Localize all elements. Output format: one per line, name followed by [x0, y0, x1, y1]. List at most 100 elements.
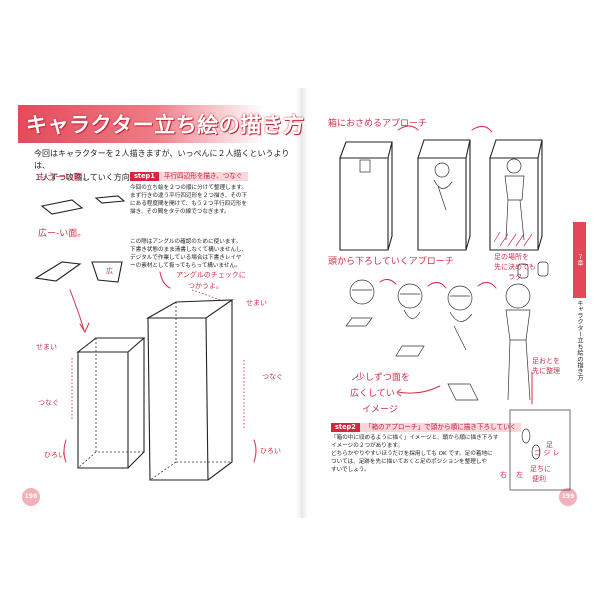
annotation-hiroi-right: ひろい: [260, 447, 281, 455]
box3-floor-hatch: [493, 231, 533, 247]
foot-mark-1: [517, 263, 529, 279]
page-number-left: 198: [22, 488, 40, 506]
page-gutter: [296, 88, 308, 518]
annotation-head-approach: 頭から下ろしていくアプローチ: [328, 257, 454, 267]
foot-mark-2: [537, 261, 549, 277]
plane-growing: [447, 383, 479, 401]
head-stage-2-plane: [395, 345, 425, 357]
annotation-foot-label: 足: [546, 441, 553, 449]
plane-tick: [351, 375, 359, 381]
arrow-head-left: [79, 322, 90, 334]
annotation-foot-right: 右: [500, 471, 507, 479]
feet-sketches: [509, 261, 571, 491]
right-page: [304, 88, 582, 518]
head-stage-1-plane: [345, 317, 373, 327]
intro-line: 今回はキャラクターを２人描きますが、いっぺんに２人描くというよりは、: [34, 149, 290, 170]
box-tall-edges: [147, 299, 233, 481]
annotation-hiroi-left: ひろい: [44, 451, 65, 459]
box-tall-hidden: [149, 302, 232, 481]
box-approach-sketches: [339, 139, 543, 251]
box3-head: [506, 158, 522, 174]
head-stage-4: [505, 283, 531, 309]
step1-note: この際はアングルの確認のために使います。 下書き状態のまま清書しなくて構いません…: [130, 238, 282, 270]
box2-torso: [433, 179, 453, 211]
box3-body: [489, 139, 543, 251]
head-stage-3-body: [449, 295, 473, 351]
chapter-tab: ７章: [573, 222, 586, 298]
annotation-slowly-2: 広くしていく: [350, 389, 404, 399]
annotation-feet-first-1: 足おとを: [532, 357, 560, 365]
box2-top: [417, 139, 471, 159]
parallelogram-small-right: [94, 195, 126, 204]
annotation-feet-note-3: ラク: [508, 273, 522, 281]
note-line: ーの素材として扱ってもらって構いません。: [130, 263, 241, 269]
step2-line: 「箱の中に収めるように描く」イメージと、頭から順に描き下ろす: [331, 435, 499, 441]
step1-number: step1: [130, 172, 159, 181]
arrow-box-2: [471, 126, 493, 133]
box1-body: [339, 141, 393, 251]
annotation-tsunagu-left: つなぐ: [38, 399, 59, 407]
head-approach-sketches: [345, 279, 531, 401]
step2-line: ついては、足跡を先に描いておくと足のポジションを整理しや: [331, 459, 487, 465]
annotation-semai-right: せまい: [246, 299, 267, 307]
box-small-hidden: [77, 338, 144, 469]
title-banner: [18, 105, 264, 143]
annotation-foot-left: 左: [516, 471, 523, 479]
arrow-box-1: [397, 125, 419, 131]
parallelogram-small-left: [40, 199, 84, 215]
step2-body: 「箱の中に収めるように描く」イメージと、頭から順に描き下ろす イメージの２つがあ…: [331, 434, 501, 474]
annotation-angle-note-2: つかうよ。: [188, 282, 223, 290]
annotation-foot-word2: 便利: [532, 475, 546, 483]
box-sketch-tall: [145, 299, 234, 481]
chapter-side-title: キャラクター立ち絵の描き方: [576, 300, 583, 381]
note-line: 下書き状態のまま清書しなくて構いませんし、: [130, 247, 248, 253]
box-tall-top: [145, 299, 234, 319]
annotation-feet-note-1: 足の場所を: [494, 253, 529, 261]
annotation-hiroi-label: 広: [106, 267, 113, 275]
annotation-foot-word: 足ちに: [530, 465, 551, 473]
box-tall-bottom: [149, 461, 233, 481]
box-small-edges: [77, 337, 145, 469]
annotation-slowly-3: イメージ: [362, 405, 398, 415]
box1-top: [339, 141, 393, 159]
head-stage-2-body: [400, 293, 421, 319]
left-page: [18, 88, 300, 518]
box2-body: [417, 139, 471, 251]
box-sketch-small: [76, 337, 146, 469]
step2-line: すいでしょう。: [331, 467, 370, 473]
step1-heading: step1 平行四辺形を描き、つなぐ: [130, 172, 280, 181]
foot-box: [509, 409, 571, 491]
box-small-top: [76, 337, 146, 353]
arrow-slowly: [397, 385, 441, 394]
annotation-angle-note-1: アングルのチェックに: [176, 271, 246, 279]
intro-line: １人ずつ攻略していく方向で進んでいきます。: [34, 173, 201, 182]
marker-wide-right: [253, 439, 257, 463]
parallelogram-wide-right: [91, 261, 123, 283]
marker-wide-left: [63, 439, 67, 463]
parallelogram-wide-left: [34, 261, 82, 282]
intro-text: 今回はキャラクターを２人描きますが、いっぺんに２人描くというよりは、 １人ずつ攻…: [34, 148, 294, 184]
step1-line: まず行きの違う平行四辺形を２つ描き、その下: [130, 193, 248, 199]
step2-number: step2: [331, 423, 360, 432]
foot-print-left: [521, 428, 531, 444]
step2-heading: step2 「箱のアプローチ」で頭から順に描き下ろしていく: [331, 423, 522, 432]
head-stage-2: [397, 283, 423, 309]
arrow-head-1: [379, 278, 397, 285]
arrow-head-2: [427, 282, 447, 289]
step1-line: 描き、その間をタテの線でつなぎます。: [130, 209, 230, 215]
annotation-feet-note-2: 先に決めても: [494, 263, 536, 271]
annotation-box-approach: 箱におさめるアプローチ: [328, 119, 428, 129]
box3-top: [489, 139, 543, 159]
box1-head-mark: [359, 159, 371, 173]
parallelogram-sketches: [34, 195, 126, 283]
annotation-semai-top: もう一い面。: [38, 173, 92, 183]
box2-head: [434, 162, 450, 178]
step2-line: イメージの２つがあります。: [331, 443, 404, 449]
step1-line: にある程度間を開けて、もう２つ平行四辺形を: [130, 201, 248, 207]
page-number-right: 199: [559, 488, 577, 506]
annotation-semai-left: せまい: [36, 343, 57, 351]
annotation-lr-note: ゴ ジ レ: [534, 449, 560, 457]
annotation-tsunagu-right: つなぐ: [262, 373, 283, 381]
